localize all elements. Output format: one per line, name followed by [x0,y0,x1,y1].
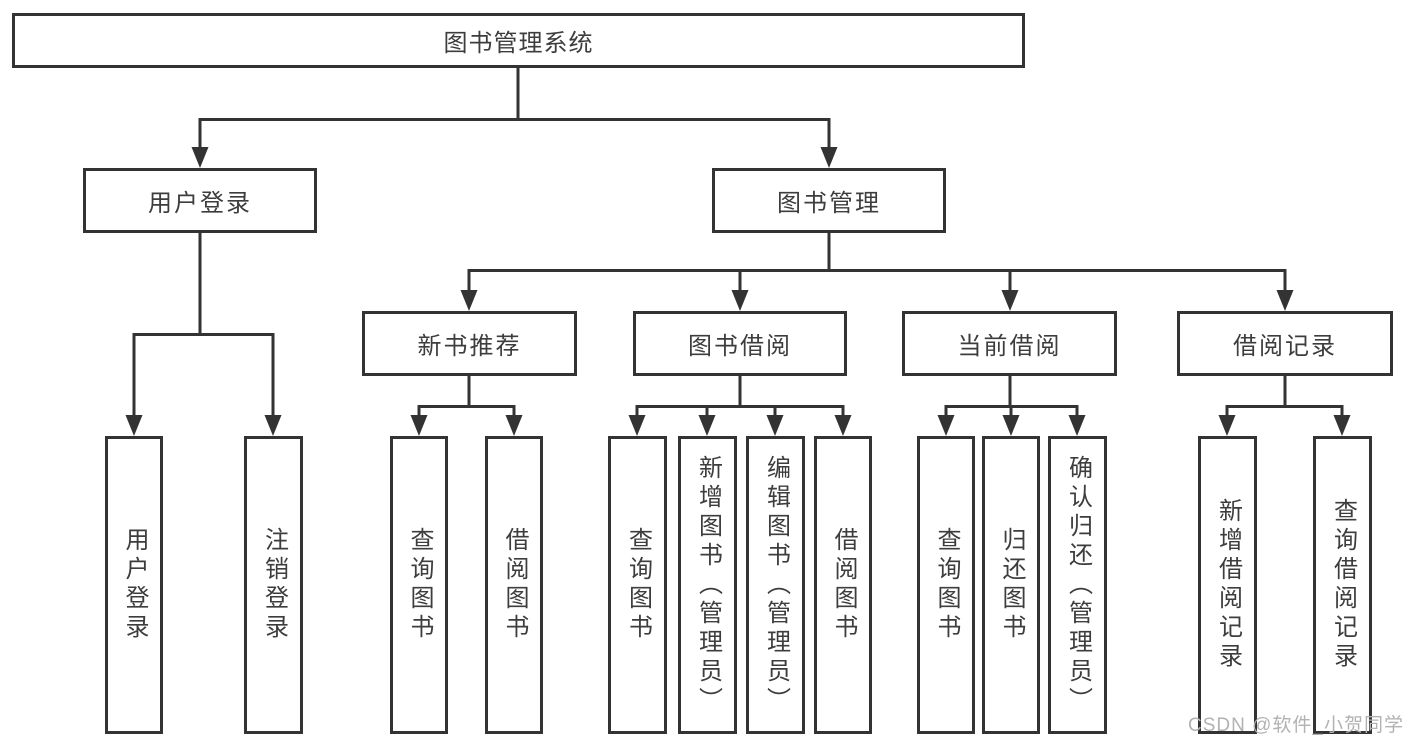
node-root: 图书管理系统 [12,13,1025,68]
leaf-current-return-label: 归还图书 [998,527,1025,643]
leaf-borrow-borrow-label: 借阅图书 [830,527,857,643]
arrow-leaf-cur-confirm [1068,415,1086,436]
leaf-newbook-borrow-label: 借阅图书 [501,527,528,643]
edge-bookborrow-branch [635,405,845,417]
node-user-login: 用户登录 [83,168,317,233]
leaf-borrow-add-label: 新增图书（管理员） [694,454,722,716]
leaf-current-search: 查询图书 [917,436,975,734]
arrowheads [125,147,1351,436]
arrow-book-borrow [731,290,749,311]
arrow-user-login [191,147,209,168]
edge-paths [132,67,1344,417]
arrow-leaf-logout [264,415,282,436]
arrow-leaf-user-login [125,415,143,436]
leaf-logout-label: 注销登录 [260,527,288,643]
leaf-logout: 注销登录 [244,436,303,734]
node-book-management-label: 图书管理 [777,190,881,217]
leaf-records-add-label: 新增借阅记录 [1214,498,1242,672]
node-current-borrow-label: 当前借阅 [957,333,1062,360]
arrow-leaf-cur-search [937,415,955,436]
leaf-records-add: 新增借阅记录 [1198,436,1257,734]
edge-userlogin-branch [132,333,275,417]
arrow-leaf-bw-add [698,415,716,436]
leaf-current-confirm-label: 确认归还（管理员） [1064,454,1092,716]
leaf-user-login: 用户登录 [105,436,163,734]
edge-root-branch [198,118,831,148]
node-borrow-records: 借阅记录 [1177,311,1393,376]
leaf-newbook-search-label: 查询图书 [406,527,433,643]
leaf-current-search-label: 查询图书 [933,527,960,643]
leaf-borrow-borrow: 借阅图书 [814,436,872,734]
arrow-leaf-bw-borrow [834,415,852,436]
edge-newbooks-branch [417,405,516,417]
arrow-leaf-bw-search [628,415,646,436]
arrow-new-books [460,290,478,311]
leaf-current-confirm: 确认归还（管理员） [1048,436,1107,734]
leaf-user-login-label: 用户登录 [121,527,148,643]
leaf-borrow-search: 查询图书 [608,436,667,734]
leaf-current-return: 归还图书 [982,436,1040,734]
node-book-borrow: 图书借阅 [633,311,847,376]
leaf-borrow-search-label: 查询图书 [624,527,652,643]
arrow-borrow-records [1276,290,1294,311]
arrow-leaf-nb-search [410,415,428,436]
leaf-records-search-label: 查询借阅记录 [1329,498,1357,672]
leaf-newbook-search: 查询图书 [390,436,448,734]
arrow-leaf-nb-borrow [505,415,523,436]
watermark-text: CSDN @软件_小贺同学 [1188,715,1404,736]
arrow-leaf-rec-search [1333,415,1351,436]
leaf-borrow-edit: 编辑图书（管理员） [746,436,805,734]
leaf-newbook-borrow: 借阅图书 [485,436,543,734]
arrow-leaf-bw-edit [766,415,784,436]
arrow-book-mgmt [820,147,838,168]
node-new-book-recommend: 新书推荐 [362,311,577,376]
edge-records-branch [1225,405,1344,417]
node-book-management: 图书管理 [712,168,946,233]
node-current-borrow: 当前借阅 [902,311,1117,376]
node-borrow-records-label: 借阅记录 [1233,333,1337,360]
leaf-borrow-edit-label: 编辑图书（管理员） [762,454,790,716]
edge-level3-branch [467,269,1287,292]
arrow-leaf-cur-return [1002,415,1020,436]
arrow-current-borrow [1001,290,1019,311]
leaf-records-search: 查询借阅记录 [1313,436,1372,734]
arrow-leaf-rec-add [1218,415,1236,436]
node-new-book-recommend-label: 新书推荐 [417,333,522,360]
node-root-label: 图书管理系统 [443,30,594,57]
node-user-login-label: 用户登录 [148,190,252,217]
leaf-borrow-add: 新增图书（管理员） [678,436,737,734]
node-book-borrow-label: 图书借阅 [688,333,792,360]
